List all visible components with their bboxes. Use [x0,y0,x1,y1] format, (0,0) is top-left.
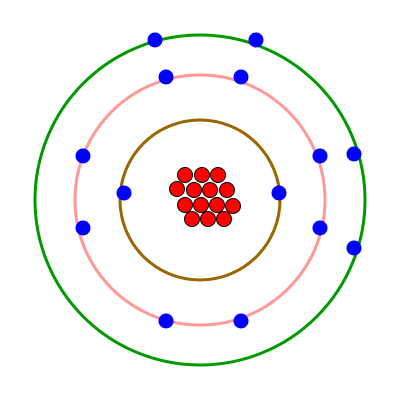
electron [346,240,362,256]
nucleus-particle [202,182,218,198]
nucleus-particle [209,197,225,213]
electron [312,148,328,164]
nucleus-particle [194,167,210,183]
nucleus-particle [210,167,226,183]
electron [248,32,264,48]
electron [147,32,163,48]
electron [158,313,174,329]
nucleus-particle [177,167,193,183]
nucleus-particle [225,198,241,214]
electron [271,185,287,201]
electron [346,146,362,162]
shell-2-electrons [75,69,328,329]
nucleus-particle [184,211,200,227]
electron [116,185,132,201]
electron [312,220,328,236]
nucleus-particle [216,211,232,227]
nucleus-particle [186,182,202,198]
nucleus-particle [177,197,193,213]
electron [233,313,249,329]
electron [75,220,91,236]
shell-3-electrons [147,32,362,256]
electron [158,69,174,85]
nucleus [169,167,241,227]
electron [75,148,91,164]
nucleus-particle [193,197,209,213]
nucleus-particle [169,181,185,197]
shell-3-orbit [33,33,367,367]
nucleus-particle [200,211,216,227]
shell-1-electrons [116,185,287,201]
nucleus-particle [219,182,235,198]
electron [233,69,249,85]
shell-2-orbit [73,73,327,327]
